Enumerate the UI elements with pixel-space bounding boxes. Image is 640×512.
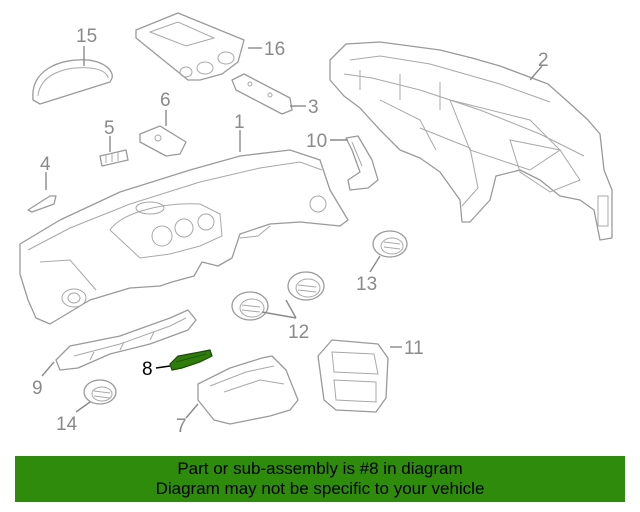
callout-3: 3 (308, 97, 319, 118)
part-14-vent (83, 379, 117, 405)
callout-labels: 15 16 2 3 6 5 1 10 4 13 12 11 8 9 7 14 (32, 26, 549, 437)
part-2-frame (329, 41, 613, 241)
callout-4: 4 (40, 154, 51, 175)
part-15-cluster-lens (32, 59, 113, 105)
info-banner: Part or sub-assembly is #8 in diagram Di… (15, 456, 625, 502)
callout-1: 1 (234, 112, 245, 133)
callout-10: 10 (306, 131, 327, 152)
part-6-bracket (139, 125, 187, 157)
part-9-lower-trim (55, 309, 197, 371)
callout-12: 12 (288, 322, 309, 343)
callout-5: 5 (104, 118, 115, 139)
callout-9: 9 (32, 378, 43, 399)
callout-11: 11 (404, 338, 424, 359)
part-3-bracket (231, 73, 293, 115)
part-4-endcap (27, 195, 57, 213)
part-8-highlighted (169, 349, 213, 371)
part-10-side-bracket (345, 135, 379, 191)
callout-6: 6 (160, 90, 171, 111)
part-12-vents (231, 271, 325, 321)
leader-lines (41, 46, 543, 419)
callout-14: 14 (56, 414, 78, 435)
callout-2: 2 (538, 50, 549, 71)
part-1-instrument-panel (19, 149, 349, 325)
callout-13: 13 (356, 274, 377, 295)
callout-8: 8 (142, 359, 153, 380)
part-16-cluster-hood (135, 12, 245, 81)
part-11-center-bezel (317, 339, 389, 413)
part-13-vent (372, 230, 408, 258)
callout-7: 7 (176, 416, 187, 437)
callout-16: 16 (264, 39, 285, 60)
callout-15: 15 (76, 26, 97, 47)
part-5-clip (99, 149, 129, 167)
parts-diagram: 15 16 2 3 6 5 1 10 4 13 12 11 8 9 7 14 (19, 12, 613, 437)
banner-line-2: Diagram may not be specific to your vehi… (155, 479, 485, 498)
banner-line-1: Part or sub-assembly is #8 in diagram (177, 459, 463, 478)
part-7-knee-bolster (197, 355, 299, 425)
